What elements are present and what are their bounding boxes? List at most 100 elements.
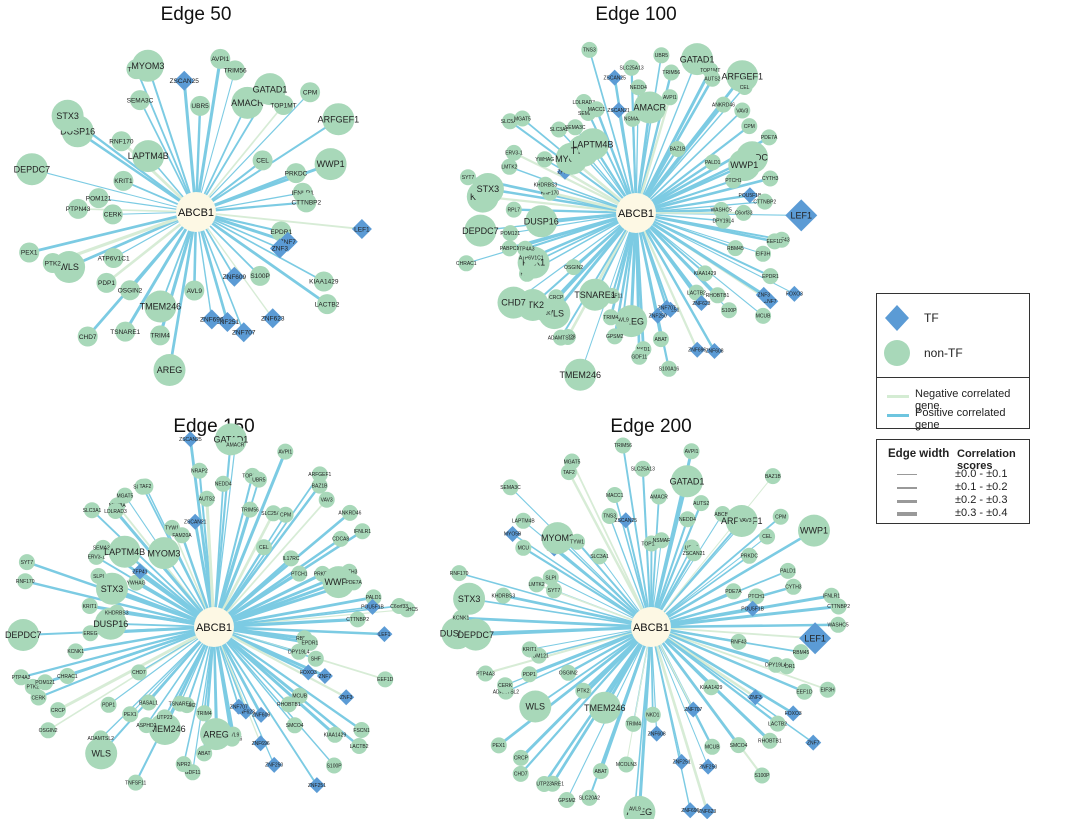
- edge-wls: [534, 626, 652, 708]
- gene-label: PTK2: [577, 688, 590, 694]
- edge-ubr5: [635, 55, 663, 214]
- gene-label: EPDR1: [302, 641, 319, 647]
- gene-node-cttnbp2: [756, 193, 773, 210]
- gene-label: CERK: [104, 212, 123, 219]
- edge-pex1: [497, 625, 652, 747]
- gene-label: UTP23: [157, 715, 173, 721]
- gene-node-myom3: [131, 49, 164, 82]
- tf-node-znf623: [693, 295, 710, 312]
- width-sample-4: [897, 512, 917, 516]
- gene-node-wwp1: [798, 514, 830, 547]
- legend-positive-label: Positive correlated gene: [915, 407, 1006, 431]
- edge-cttnbp2: [213, 617, 358, 629]
- edge-mcub: [635, 212, 764, 317]
- gene-node-npr2: [175, 756, 192, 773]
- gene-node-osgin2: [565, 259, 582, 276]
- edge-lactb2: [650, 626, 779, 725]
- gene-label: LEF1: [378, 632, 390, 638]
- gene-label: PTP4A3: [516, 247, 535, 253]
- tf-node-znf251: [217, 311, 238, 332]
- gene-label: TYW1: [570, 540, 584, 546]
- gene-label: PDP1: [102, 703, 115, 709]
- gene-label: UTP23: [536, 782, 552, 788]
- gene-label: KHDRBS3: [491, 593, 515, 599]
- gene-node-osgin2: [40, 722, 57, 739]
- gene-label: PTCH1: [291, 571, 308, 577]
- edge-slc25a13: [212, 512, 275, 628]
- tf-node-znf3: [338, 689, 355, 706]
- edge-znf608: [634, 212, 716, 352]
- gene-node-rhobtb1: [709, 287, 726, 304]
- gene-node-auts2: [704, 70, 721, 87]
- edge-avpi1: [634, 96, 672, 214]
- gene-label: AREG: [618, 316, 644, 326]
- edge-mcoln3: [625, 626, 652, 765]
- edge-ldlrad3: [583, 101, 637, 214]
- gene-label: CTTNBP2: [346, 617, 369, 623]
- gene-label: CTTNBP2: [753, 199, 776, 205]
- gene-label: UBR5: [252, 477, 266, 483]
- edge-areg: [637, 626, 653, 812]
- gene-label: SEMA3C: [127, 97, 154, 104]
- gene-label: STX3: [56, 111, 79, 121]
- gene-node-dpy19l4: [767, 656, 784, 673]
- gene-label: DPY19L4: [288, 650, 310, 656]
- edge-kiaa1429: [195, 211, 325, 283]
- edge-lef1: [195, 211, 362, 231]
- gene-node-basal1: [140, 694, 157, 711]
- gene-label: TAF2: [563, 470, 575, 476]
- gene-label: GATAD1: [253, 84, 288, 94]
- gene-node-crcp: [548, 289, 565, 306]
- gene-label: CYTH3: [785, 585, 802, 591]
- node-layer: LEF1EPDR1ZNF7ZNF3KIAA1429LACTB2S100PZNF6…: [14, 48, 372, 386]
- tf-node-zscan25: [182, 431, 199, 448]
- gene-label: WWP1: [325, 577, 353, 587]
- tf-node-znf250: [649, 307, 666, 324]
- gene-label: NEDD4: [679, 517, 696, 523]
- gene-node-adamtsl2: [552, 329, 569, 346]
- gene-label: LMTK2: [529, 582, 545, 588]
- gene-node-stx3: [51, 99, 84, 132]
- gene-label: NEDD4: [630, 85, 647, 91]
- gene-node-pde7a: [761, 129, 778, 146]
- gene-label: IFNLR1: [823, 593, 840, 599]
- gene-label: TRIM56: [614, 443, 632, 449]
- gene-label: MYOM3: [147, 548, 180, 558]
- edge-trim56: [622, 445, 652, 628]
- tf-node-znf623: [262, 308, 283, 329]
- edge-slc3a1: [91, 509, 215, 628]
- gene-label: IFNLR1: [354, 529, 371, 535]
- gene-node-pex1: [490, 737, 507, 754]
- edge-myom3: [146, 65, 197, 213]
- gene-label: WWP1: [800, 526, 828, 536]
- gene-label: PRKDC: [285, 170, 308, 177]
- gene-node-tsnare1: [115, 321, 136, 342]
- gene-label: TRIM56: [662, 70, 680, 76]
- gene-node-syt7: [18, 554, 35, 571]
- edge-cpm: [635, 125, 750, 214]
- gene-label: EPDR1: [270, 229, 292, 236]
- gene-node-mcub: [755, 307, 772, 324]
- gene-label: DUSP16: [60, 126, 95, 136]
- edge-pex1: [28, 210, 197, 254]
- gene-node-chd7: [512, 765, 529, 782]
- gene-node-trim4: [150, 325, 171, 346]
- edge-amacr: [650, 496, 660, 628]
- edge-trim56: [195, 70, 236, 213]
- gene-node-abat: [196, 745, 213, 762]
- gene-node-cyth3: [762, 170, 779, 187]
- gene-node-crcp: [512, 749, 529, 766]
- gene-label: AMACR: [650, 494, 668, 500]
- edge-kcnk1: [75, 625, 215, 653]
- gene-label: CPM: [280, 513, 291, 519]
- gene-label: KCNK1: [453, 616, 470, 622]
- gene-label: AVPI1: [211, 56, 229, 63]
- gene-node-dpy19l4: [290, 643, 307, 660]
- gene-node-tmem246: [144, 290, 177, 323]
- gene-label: GATAD1: [670, 476, 705, 486]
- edge-znf696: [213, 626, 262, 744]
- gene-node-mcu: [515, 539, 532, 556]
- gene-label: MACC1: [588, 107, 606, 113]
- gene-label: EPDR1: [778, 664, 795, 670]
- gene-node-gpsm2: [558, 792, 575, 808]
